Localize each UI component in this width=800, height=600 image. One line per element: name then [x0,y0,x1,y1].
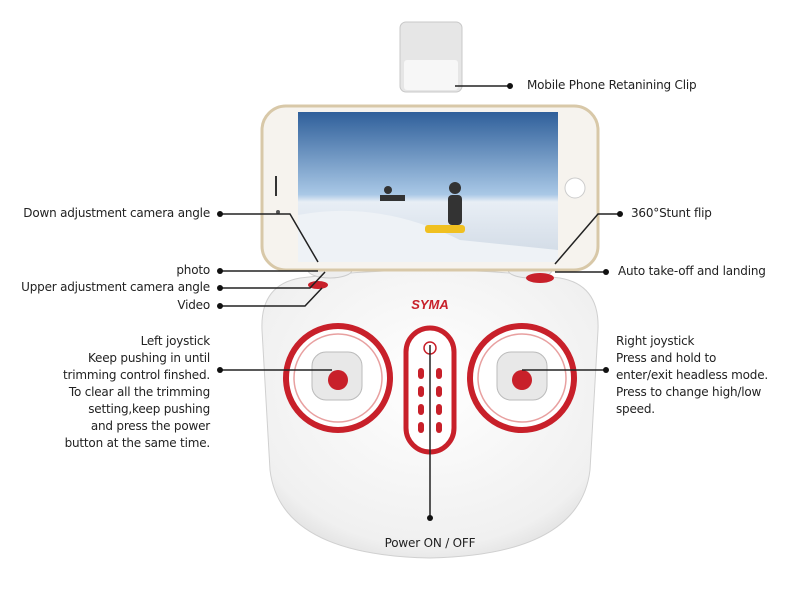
phone-clip [399,21,463,93]
leader-lines [220,85,620,518]
label-phone-clip: Mobile Phone Retanining Clip [527,78,697,92]
label-video: Video [177,298,210,312]
label-left-joystick: Left joystick Keep pushing in until trim… [63,333,210,452]
video-button [308,281,328,289]
text-line: speed. [616,402,655,416]
label-photo: photo [176,263,210,277]
text-line: Press and hold to [616,351,717,365]
right-joystick [467,323,577,433]
text-line: Right joystick [616,334,695,348]
text-line: Keep pushing in until [87,351,210,365]
syma-logo: SYMA [411,297,449,312]
text-line: setting,keep pushing [88,402,210,416]
label-upper-camera: Upper adjustment camera angle [21,280,210,294]
text-line: Left joystick [140,334,211,348]
auto-takeoff-button [526,273,554,283]
text-line: enter/exit headless mode. [616,368,769,382]
text-line: button at the same time. [64,436,211,450]
text-line: trimming control finshed. [63,368,210,382]
label-down-camera: Down adjustment camera angle [23,206,210,220]
label-stunt-flip: 360°Stunt flip [631,206,712,220]
label-auto-takeoff: Auto take-off and landing [618,264,766,278]
label-right-joystick: Right joystick Press and hold to enter/e… [616,333,768,418]
leader-dots [217,83,623,521]
smartphone [260,104,600,272]
text-line: and press the power [90,419,210,433]
text-line: To clear all the trimming [68,385,210,399]
left-joystick [283,323,393,433]
home-button-icon [564,177,586,199]
text-line: Press to change high/low [616,385,762,399]
label-power: Power ON / OFF [384,536,476,550]
